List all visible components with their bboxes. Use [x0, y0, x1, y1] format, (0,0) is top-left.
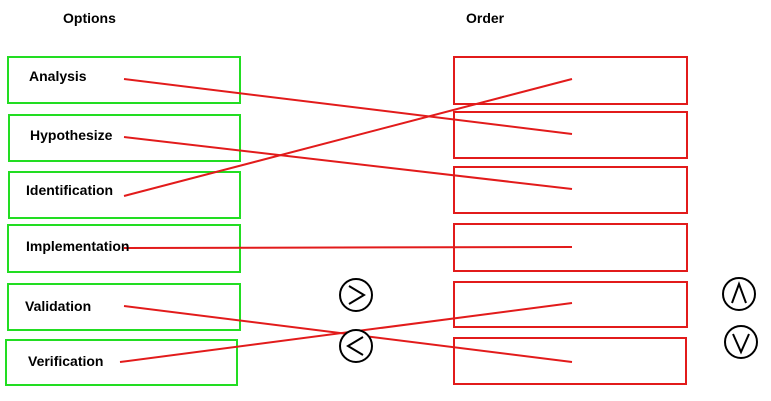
option-label-hypothesize: Hypothesize	[30, 127, 113, 143]
option-label-verification: Verification	[28, 353, 104, 369]
order-slot-1[interactable]	[453, 56, 688, 105]
order-slot-4[interactable]	[453, 223, 688, 272]
order-slot-3[interactable]	[453, 166, 688, 214]
order-slot-2[interactable]	[453, 111, 688, 159]
chevron-left-icon	[339, 329, 373, 363]
move-right-button[interactable]	[338, 277, 374, 313]
option-label-validation: Validation	[25, 298, 92, 314]
chevron-down-icon	[724, 325, 758, 359]
move-left-button[interactable]	[338, 328, 374, 364]
move-down-button[interactable]	[723, 324, 759, 360]
option-label-analysis: Analysis	[29, 68, 87, 84]
options-header: Options	[63, 10, 116, 26]
chevron-up-icon	[722, 277, 756, 311]
order-header: Order	[466, 10, 505, 26]
order-slot-5[interactable]	[453, 281, 688, 328]
move-up-button[interactable]	[721, 276, 757, 312]
chevron-right-icon	[339, 278, 373, 312]
option-label-implementation: Implementation	[26, 238, 130, 254]
order-slot-6[interactable]	[453, 337, 687, 385]
option-label-identification: Identification	[26, 182, 114, 198]
